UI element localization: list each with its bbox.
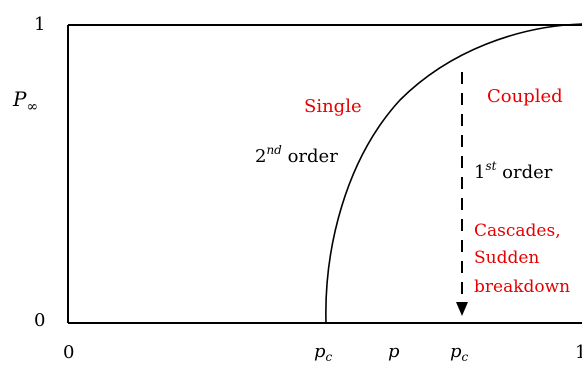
first-order-word: order <box>496 162 552 183</box>
second-order-num: 2 <box>255 146 266 167</box>
y-axis-label-sub: ∞ <box>26 99 38 115</box>
cascades-label: Cascades, <box>474 221 561 241</box>
y-axis-label-base: P <box>12 87 27 111</box>
x-axis-label: p <box>388 341 400 362</box>
drop-arrow-head <box>456 302 468 316</box>
sudden-label: Sudden <box>474 248 539 268</box>
second-order-sup: nd <box>266 143 282 157</box>
transition-curve <box>325 23 582 324</box>
coupled-label: Coupled <box>487 86 563 107</box>
y-tick-top: 1 <box>34 14 45 35</box>
pc-right-sub: c <box>462 350 469 364</box>
second-order-word: order <box>282 146 338 167</box>
breakdown-label: breakdown <box>474 277 570 297</box>
first-order-num: 1 <box>474 162 485 183</box>
second-order-label: 2nd order <box>255 143 338 167</box>
first-order-label: 1st order <box>474 159 553 183</box>
x-tick-right: 1 <box>575 342 582 363</box>
pc-right-label: pc <box>450 341 469 364</box>
single-label: Single <box>304 96 362 117</box>
y-axis-label: P∞ <box>12 87 38 115</box>
y-tick-bottom: 0 <box>34 310 45 331</box>
pc-left-base: p <box>314 341 326 362</box>
pc-left-sub: c <box>326 350 333 364</box>
first-order-sup: st <box>485 159 496 173</box>
pc-right-base: p <box>450 341 462 362</box>
pc-left-label: pc <box>314 341 333 364</box>
x-tick-left: 0 <box>63 342 74 363</box>
